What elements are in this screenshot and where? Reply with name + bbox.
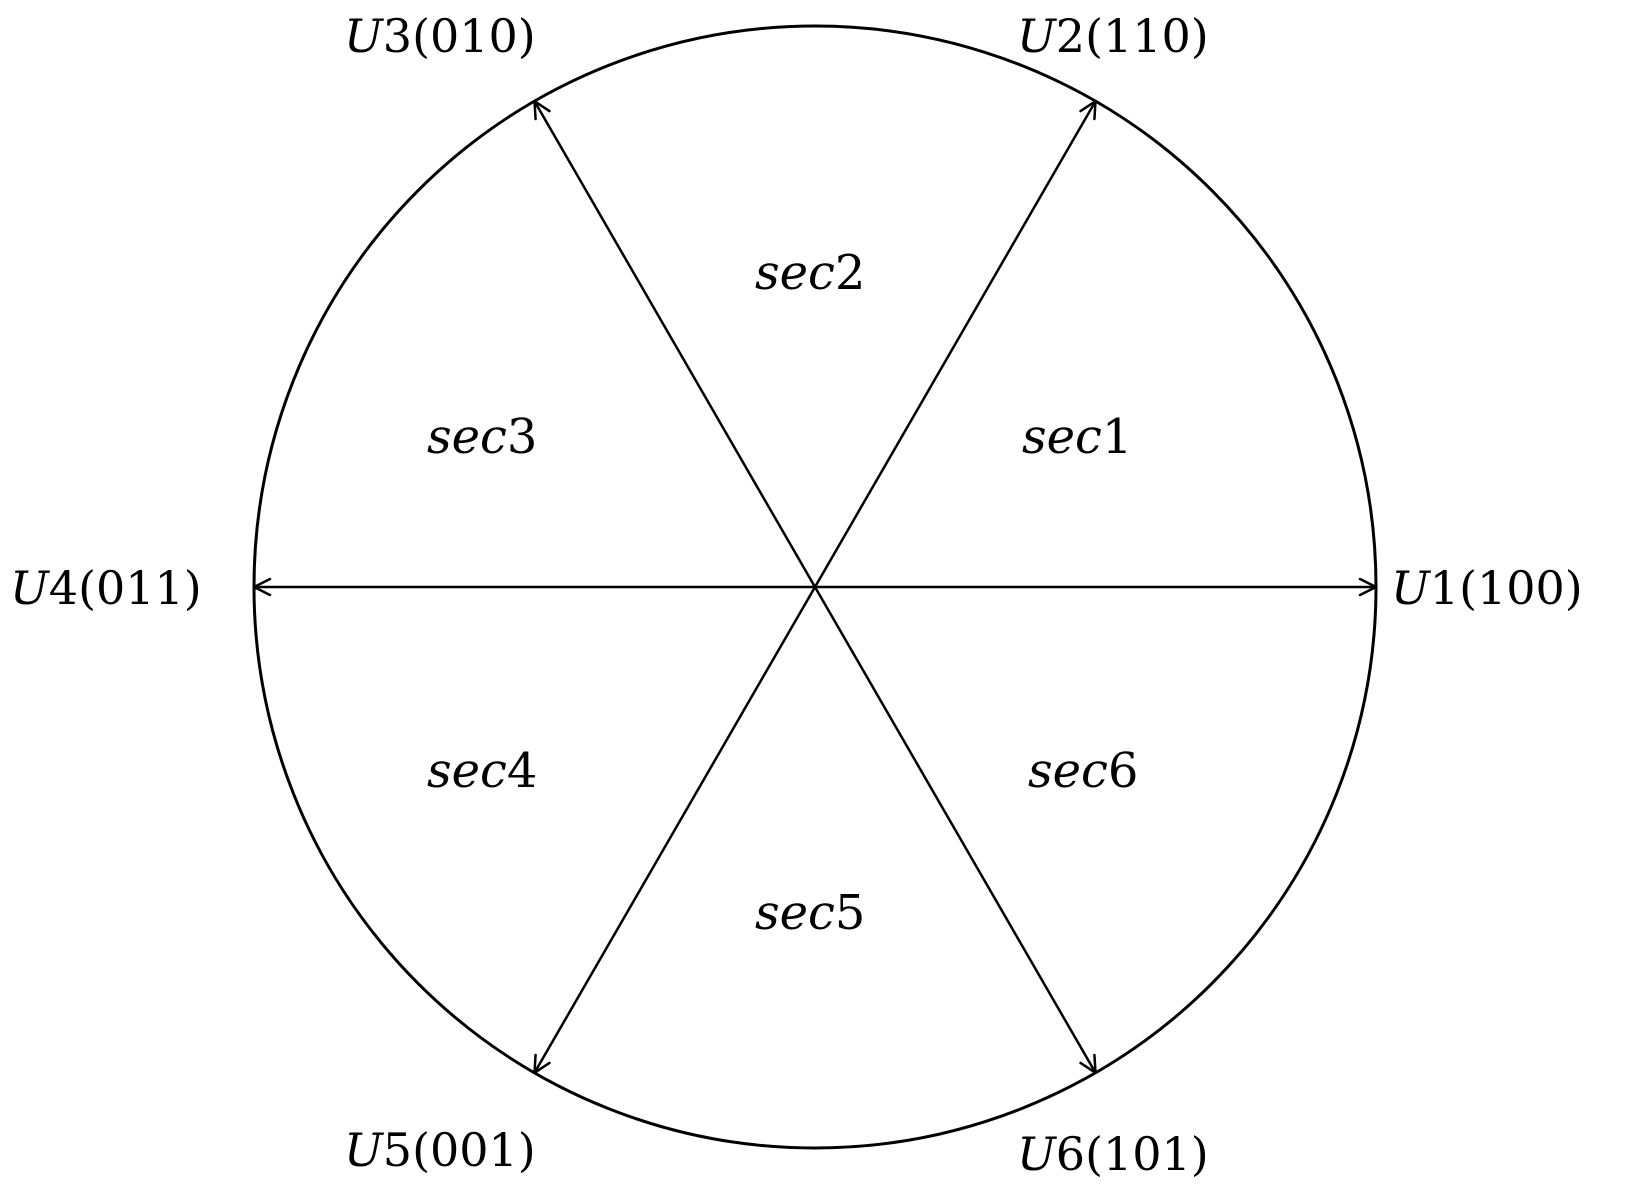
vector-label-u1: U1(100) (1391, 561, 1583, 615)
sector-label-sec1: sec1 (1022, 409, 1132, 465)
sector-label-sec5: sec5 (755, 885, 865, 941)
vector-label-u5: U5(001) (344, 1123, 536, 1177)
vector-label-u2: U2(110) (1017, 9, 1209, 63)
sector-label-sec2: sec2 (755, 245, 865, 301)
vector-arrow-u3 (533, 99, 817, 588)
vector-label-u3: U3(010) (344, 9, 536, 63)
vector-label-u6: U6(101) (1017, 1127, 1209, 1181)
sector-label-sec3: sec3 (427, 409, 537, 465)
sector-label-sec6: sec6 (1028, 743, 1138, 799)
vector-arrow-u6 (813, 586, 1097, 1075)
vector-label-u4: U4(011) (10, 561, 202, 615)
vector-arrow-u5 (533, 586, 817, 1075)
vector-arrows (252, 99, 1378, 1075)
vector-arrow-u2 (813, 99, 1097, 588)
sector-label-sec4: sec4 (427, 743, 537, 799)
